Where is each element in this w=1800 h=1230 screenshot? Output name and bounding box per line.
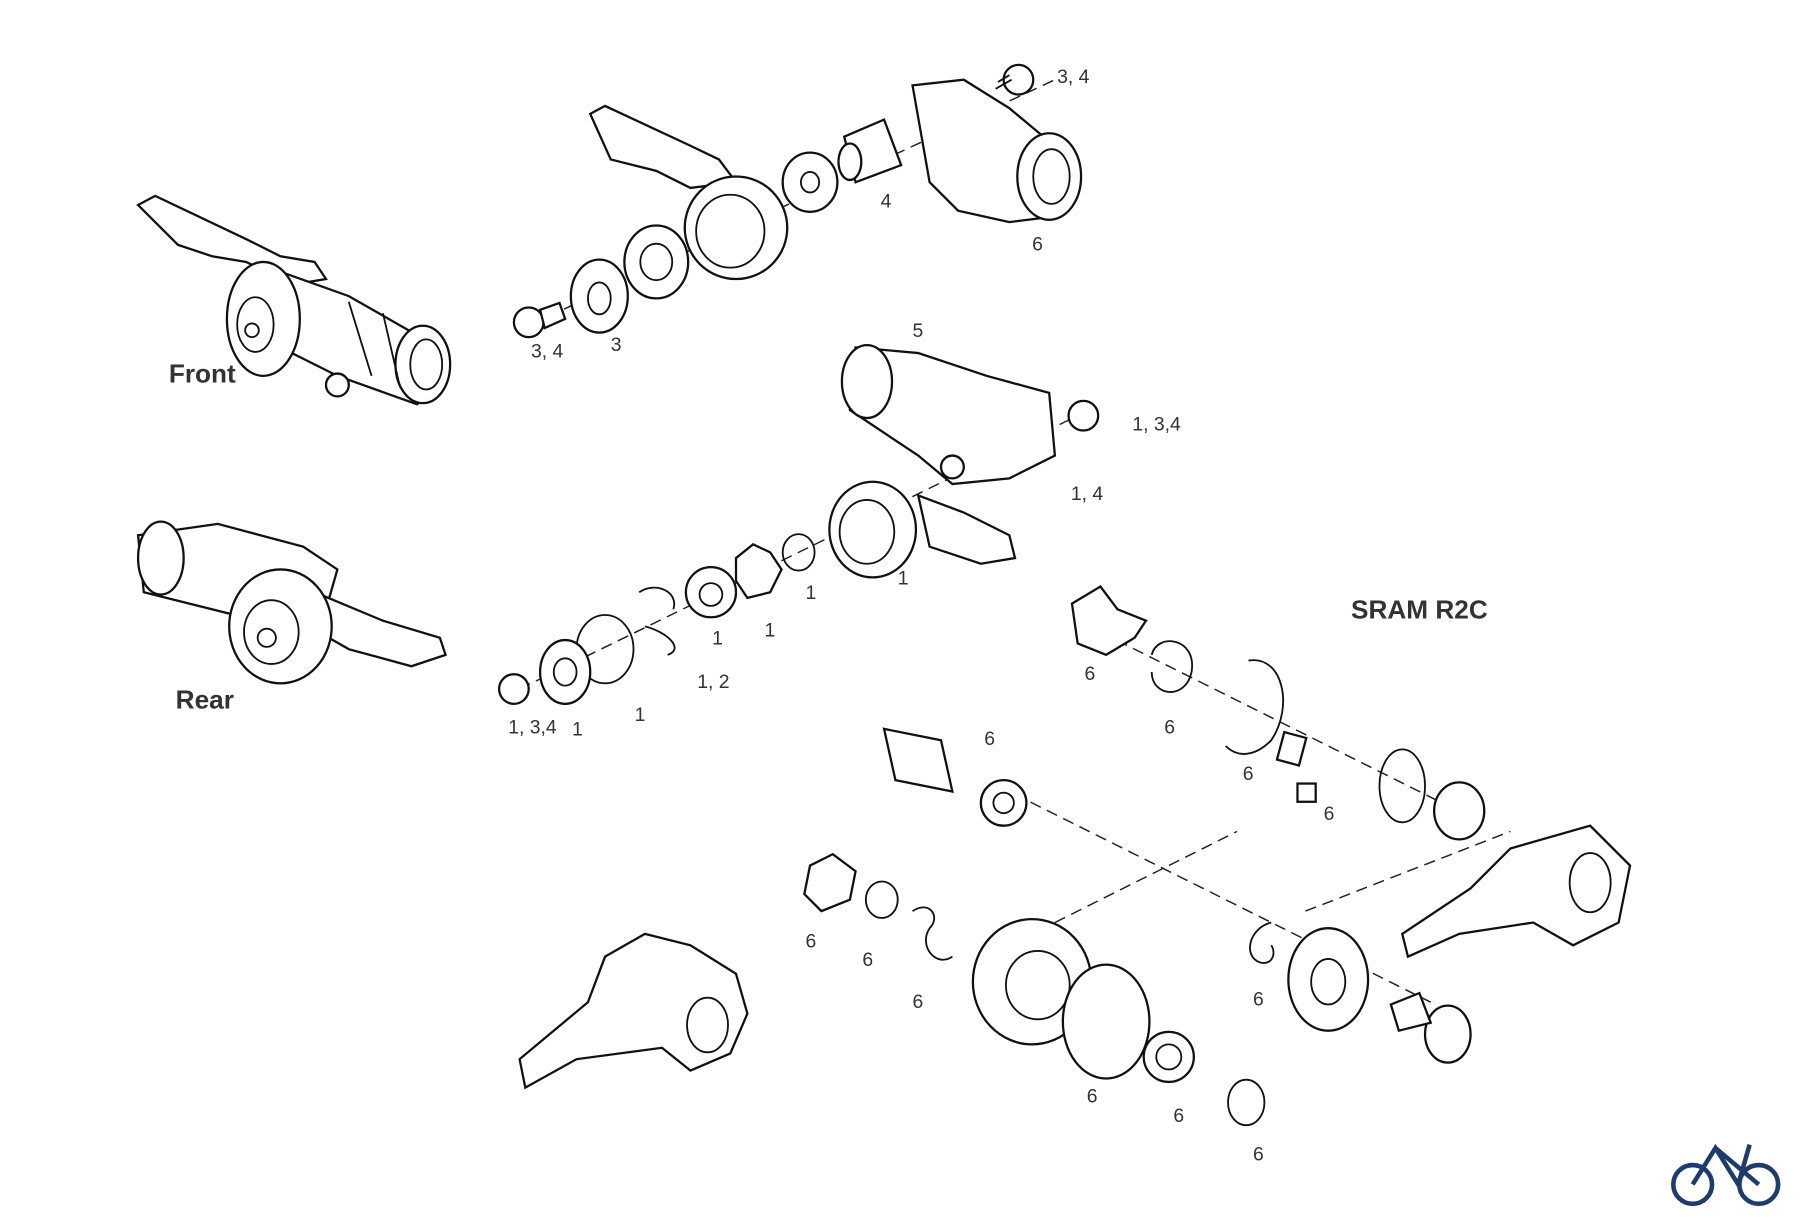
- part-label: 6: [1164, 716, 1175, 738]
- rear-exploded-parts: [497, 343, 1100, 705]
- part-label: 1: [805, 582, 816, 604]
- part-label: 1: [572, 719, 583, 741]
- part-label: 1: [764, 620, 775, 642]
- part-label: 1, 4: [1071, 483, 1104, 505]
- part-label: 6: [1085, 663, 1096, 685]
- front-label: Front: [169, 359, 236, 389]
- part-label: 6: [913, 991, 924, 1013]
- part-label: 1, 2: [697, 671, 729, 693]
- part-label: 6: [862, 949, 873, 971]
- front-exploded-parts: [512, 63, 1083, 339]
- part-label: 1: [635, 704, 646, 726]
- part-label: 5: [913, 320, 924, 342]
- part-label: 1, 3,4: [1132, 414, 1181, 436]
- r2c-exploded-parts: [518, 585, 1632, 1127]
- part-label: 1: [712, 628, 723, 650]
- part-label: 6: [984, 728, 995, 750]
- part-label: 6: [805, 931, 816, 953]
- part-label: 3, 4: [1057, 66, 1090, 88]
- part-label: 6: [1253, 989, 1264, 1011]
- part-label: 6: [1324, 803, 1335, 825]
- part-label: 6: [1243, 763, 1254, 785]
- diagram-title: SRAM R2C: [1351, 594, 1488, 624]
- part-label: 3, 4: [531, 341, 564, 363]
- part-label: 1: [898, 567, 909, 589]
- part-label: 6: [1253, 1144, 1264, 1166]
- part-label: 4: [881, 190, 892, 212]
- front-shifter-assembled: [136, 194, 452, 406]
- rear-shifter-assembled: [136, 520, 448, 685]
- part-label: 3: [611, 334, 622, 356]
- part-label: 6: [1173, 1105, 1184, 1127]
- part-label: 6: [1032, 234, 1043, 256]
- bike-logo-icon: [1671, 1143, 1781, 1207]
- part-label: 6: [1087, 1085, 1098, 1107]
- part-label: 1, 3,4: [508, 716, 557, 738]
- rear-label: Rear: [176, 684, 234, 714]
